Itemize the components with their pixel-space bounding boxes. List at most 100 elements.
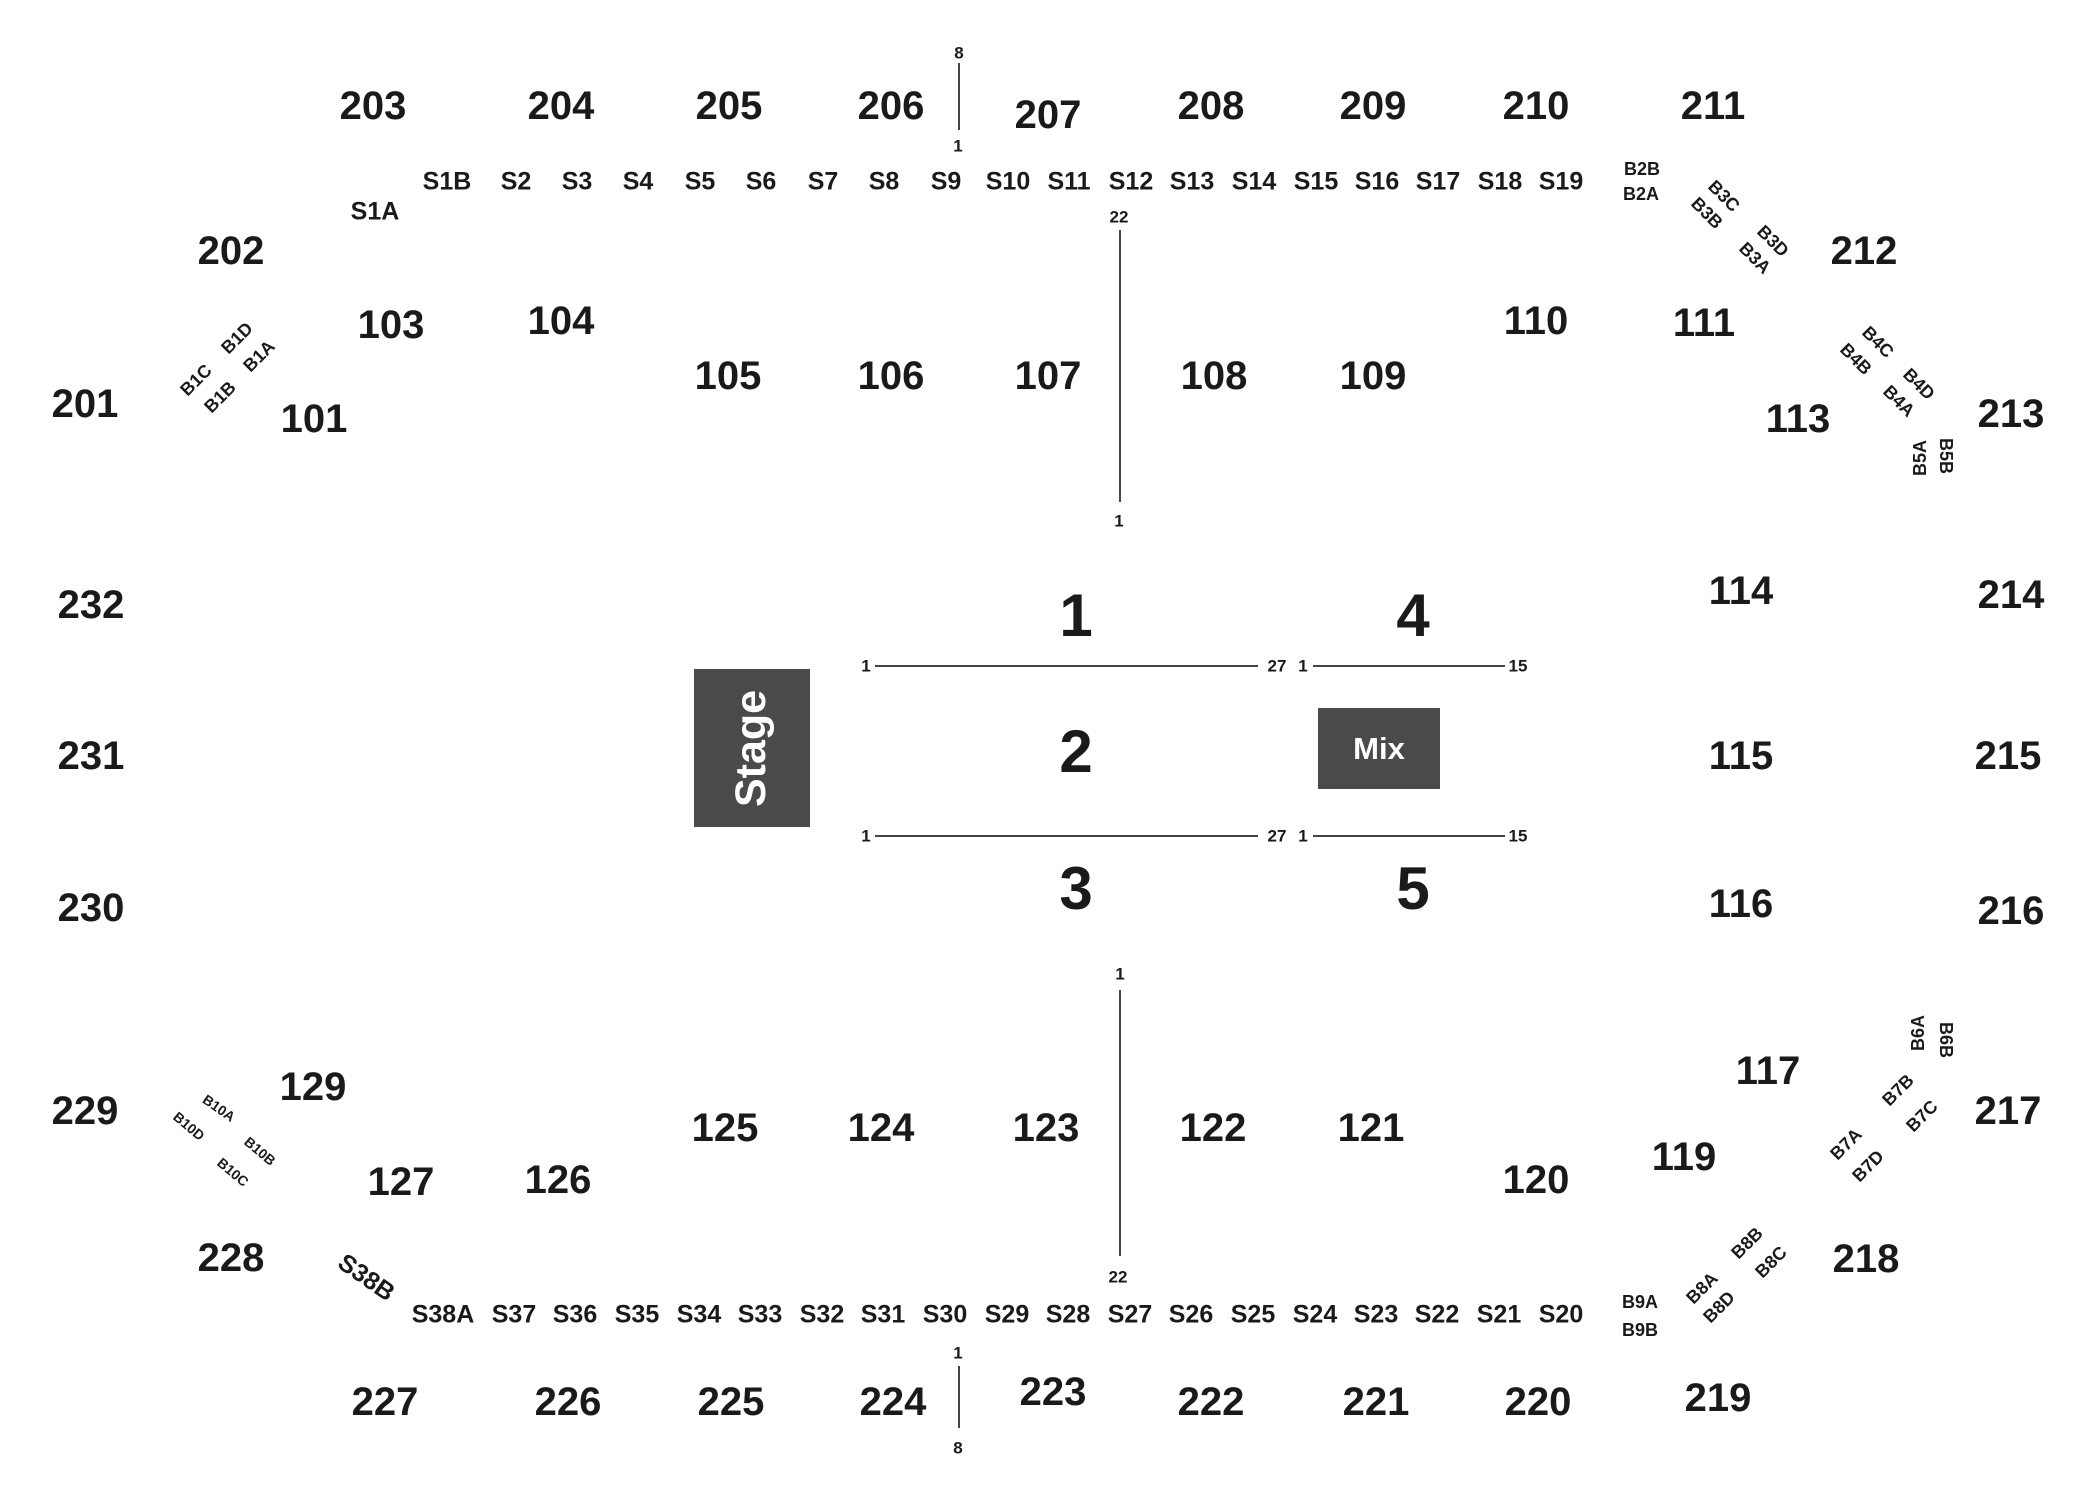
suite-S18[interactable]: S18 xyxy=(1477,167,1523,196)
section-120[interactable]: 120 xyxy=(1502,1158,1570,1202)
section-223[interactable]: 223 xyxy=(1019,1370,1087,1414)
suite-S1B[interactable]: S1B xyxy=(422,167,472,196)
suite-S15[interactable]: S15 xyxy=(1293,167,1339,196)
section-232[interactable]: 232 xyxy=(57,583,125,627)
section-111[interactable]: 111 xyxy=(1672,301,1736,345)
section-218[interactable]: 218 xyxy=(1832,1237,1900,1281)
box-B5A[interactable]: B5A xyxy=(1910,439,1930,477)
floor-section-5[interactable]: 5 xyxy=(1396,855,1430,922)
section-209[interactable]: 209 xyxy=(1339,84,1407,128)
section-203[interactable]: 203 xyxy=(339,84,407,128)
floor-section-2[interactable]: 2 xyxy=(1059,718,1093,785)
box-B7B[interactable]: B7B xyxy=(1878,1070,1918,1110)
box-B10A[interactable]: B10A xyxy=(199,1091,239,1125)
section-212[interactable]: 212 xyxy=(1830,229,1898,273)
section-106[interactable]: 106 xyxy=(857,354,925,398)
section-213[interactable]: 213 xyxy=(1977,392,2045,436)
suite-S20[interactable]: S20 xyxy=(1538,1300,1584,1329)
section-113[interactable]: 113 xyxy=(1765,397,1831,441)
box-B10D[interactable]: B10D xyxy=(170,1108,208,1144)
suite-S7[interactable]: S7 xyxy=(807,167,839,196)
suite-S11[interactable]: S11 xyxy=(1047,167,1091,196)
suite-S16[interactable]: S16 xyxy=(1354,167,1400,196)
box-B10C[interactable]: B10C xyxy=(214,1154,252,1190)
section-109[interactable]: 109 xyxy=(1339,354,1407,398)
section-105[interactable]: 105 xyxy=(694,354,762,398)
suite-S36[interactable]: S36 xyxy=(552,1300,598,1329)
suite-S14[interactable]: S14 xyxy=(1231,167,1277,196)
section-115[interactable]: 115 xyxy=(1708,734,1774,778)
suite-S19[interactable]: S19 xyxy=(1538,167,1584,196)
suite-S38A[interactable]: S38A xyxy=(411,1300,475,1329)
box-B2B[interactable]: B2B xyxy=(1623,159,1661,179)
section-101[interactable]: 101 xyxy=(280,397,348,441)
section-221[interactable]: 221 xyxy=(1342,1380,1410,1424)
section-207[interactable]: 207 xyxy=(1014,93,1082,137)
suite-S21[interactable]: S21 xyxy=(1476,1300,1522,1329)
suite-S32[interactable]: S32 xyxy=(799,1300,845,1329)
suite-S34[interactable]: S34 xyxy=(676,1300,722,1329)
suite-S26[interactable]: S26 xyxy=(1168,1300,1214,1329)
suite-S38B[interactable]: S38B xyxy=(332,1248,400,1307)
suite-S9[interactable]: S9 xyxy=(930,167,962,196)
suite-S12[interactable]: S12 xyxy=(1108,167,1154,196)
suite-S33[interactable]: S33 xyxy=(737,1300,783,1329)
suite-S31[interactable]: S31 xyxy=(860,1300,906,1329)
box-B9B[interactable]: B9B xyxy=(1621,1320,1659,1340)
suite-S10[interactable]: S10 xyxy=(985,167,1031,196)
suite-S29[interactable]: S29 xyxy=(984,1300,1030,1329)
section-108[interactable]: 108 xyxy=(1180,354,1248,398)
floor-section-1[interactable]: 1 xyxy=(1059,582,1093,649)
section-226[interactable]: 226 xyxy=(534,1380,602,1424)
section-227[interactable]: 227 xyxy=(351,1380,419,1424)
section-117[interactable]: 117 xyxy=(1735,1049,1801,1093)
section-202[interactable]: 202 xyxy=(197,229,265,273)
box-B9A[interactable]: B9A xyxy=(1621,1292,1659,1312)
section-124[interactable]: 124 xyxy=(847,1106,915,1150)
box-B2A[interactable]: B2A xyxy=(1622,184,1660,204)
section-224[interactable]: 224 xyxy=(859,1380,927,1424)
section-229[interactable]: 229 xyxy=(51,1089,119,1133)
section-119[interactable]: 119 xyxy=(1651,1135,1717,1179)
suite-S30[interactable]: S30 xyxy=(922,1300,968,1329)
floor-section-4[interactable]: 4 xyxy=(1396,582,1430,649)
suite-S2[interactable]: S2 xyxy=(500,167,532,196)
suite-S6[interactable]: S6 xyxy=(745,167,777,196)
section-125[interactable]: 125 xyxy=(691,1106,759,1150)
section-230[interactable]: 230 xyxy=(57,886,125,930)
box-B8B[interactable]: B8B xyxy=(1727,1223,1767,1263)
suite-S5[interactable]: S5 xyxy=(684,167,716,196)
suite-S27[interactable]: S27 xyxy=(1107,1300,1153,1329)
section-127[interactable]: 127 xyxy=(367,1160,435,1204)
section-121[interactable]: 121 xyxy=(1337,1106,1405,1150)
section-215[interactable]: 215 xyxy=(1974,734,2042,778)
section-122[interactable]: 122 xyxy=(1179,1106,1247,1150)
section-219[interactable]: 219 xyxy=(1684,1376,1752,1420)
box-B6B[interactable]: B6B xyxy=(1936,1021,1956,1059)
suite-S22[interactable]: S22 xyxy=(1414,1300,1460,1329)
suite-S4[interactable]: S4 xyxy=(622,167,654,196)
section-211[interactable]: 211 xyxy=(1680,84,1746,128)
box-B7C[interactable]: B7C xyxy=(1902,1096,1942,1136)
box-B10B[interactable]: B10B xyxy=(241,1133,279,1169)
section-208[interactable]: 208 xyxy=(1177,84,1245,128)
section-126[interactable]: 126 xyxy=(524,1158,592,1202)
section-110[interactable]: 110 xyxy=(1503,299,1569,343)
suite-S8[interactable]: S8 xyxy=(868,167,900,196)
section-220[interactable]: 220 xyxy=(1504,1380,1572,1424)
section-107[interactable]: 107 xyxy=(1014,354,1082,398)
section-123[interactable]: 123 xyxy=(1012,1106,1080,1150)
suite-S35[interactable]: S35 xyxy=(614,1300,660,1329)
suite-S1A[interactable]: S1A xyxy=(350,197,400,226)
section-222[interactable]: 222 xyxy=(1177,1380,1245,1424)
section-231[interactable]: 231 xyxy=(57,734,125,778)
section-225[interactable]: 225 xyxy=(697,1380,765,1424)
box-B5B[interactable]: B5B xyxy=(1936,437,1956,475)
box-B8C[interactable]: B8C xyxy=(1751,1242,1791,1282)
floor-section-3[interactable]: 3 xyxy=(1059,855,1093,922)
section-216[interactable]: 216 xyxy=(1977,889,2045,933)
suite-S28[interactable]: S28 xyxy=(1045,1300,1091,1329)
section-210[interactable]: 210 xyxy=(1502,84,1570,128)
suite-S13[interactable]: S13 xyxy=(1169,167,1215,196)
suite-S17[interactable]: S17 xyxy=(1415,167,1461,196)
